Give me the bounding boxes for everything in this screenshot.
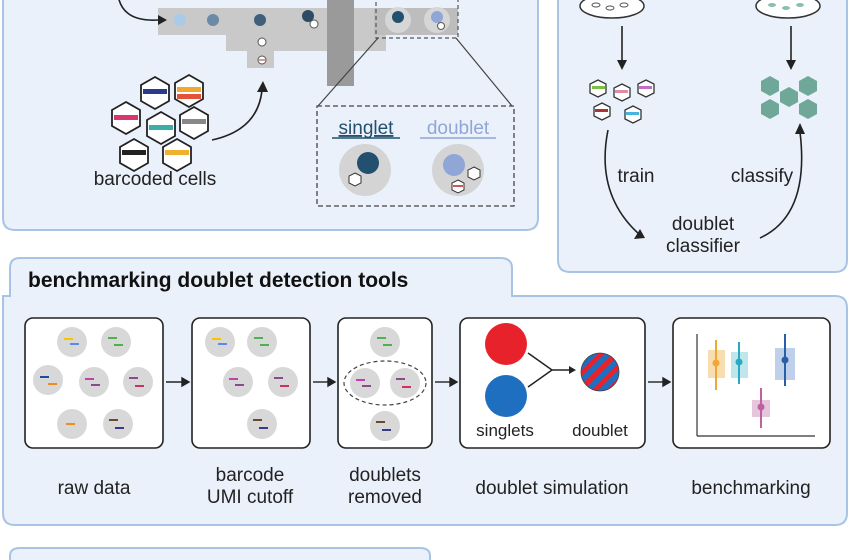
classifier-label-line2: classifier bbox=[666, 236, 741, 257]
barcoded-cells-label: barcoded cells bbox=[94, 169, 217, 190]
next-section-tab bbox=[9, 547, 431, 560]
step-benchmarking-label: benchmarking bbox=[691, 478, 810, 499]
step-cutoff-label-line1: barcode bbox=[216, 465, 285, 486]
removed-box bbox=[337, 317, 433, 449]
singlets-label: singlets bbox=[476, 421, 534, 440]
benchmark-plot bbox=[696, 334, 815, 437]
step-simulation-label: doublet simulation bbox=[475, 478, 628, 499]
classified-cells bbox=[761, 76, 817, 119]
singlet-label: singlet bbox=[339, 118, 395, 139]
benchmark-section: benchmarking doublet detection tools bbox=[2, 257, 848, 526]
singlet-droplet bbox=[339, 144, 391, 196]
removed-cells bbox=[343, 327, 427, 441]
zoom-box bbox=[316, 105, 515, 207]
singlet-blue bbox=[485, 375, 527, 417]
simulated-doublet-label: doublet bbox=[572, 421, 628, 440]
step-removed-label-line1: doublets bbox=[349, 465, 421, 486]
raw-data-cells bbox=[33, 327, 153, 439]
benchmark-title: benchmarking doublet detection tools bbox=[28, 269, 408, 292]
doublet-droplet bbox=[432, 144, 484, 196]
cutoff-cells bbox=[205, 327, 298, 439]
step-raw-data-label: raw data bbox=[58, 478, 131, 499]
step-cutoff-label-line2: UMI cutoff bbox=[207, 487, 294, 508]
step-removed-label-line2: removed bbox=[348, 487, 422, 508]
oil-channel bbox=[327, 0, 354, 86]
doublet-label: doublet bbox=[427, 118, 490, 139]
train-label: train bbox=[618, 166, 655, 187]
classifier-panel: train classify doublet classifier bbox=[557, 0, 848, 273]
droplet-panel: barcoded cells singlet doublet bbox=[2, 0, 539, 231]
singlet-red bbox=[485, 323, 527, 365]
classify-label: classify bbox=[731, 166, 794, 187]
classifier-label-line1: doublet bbox=[672, 214, 735, 235]
